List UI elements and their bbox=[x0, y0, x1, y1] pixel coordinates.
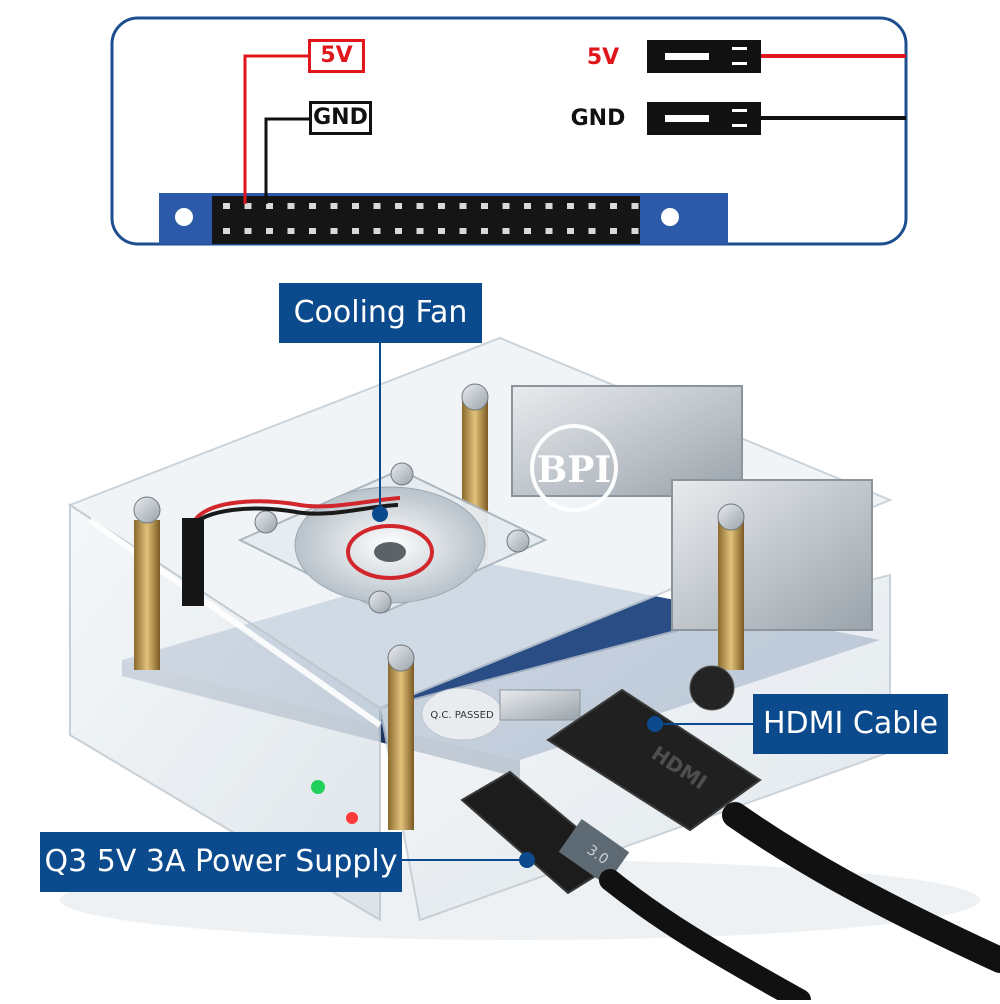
label-5v-wire: 5V bbox=[586, 45, 620, 70]
gpio-pin bbox=[330, 203, 338, 209]
callout-cooling-fan: Cooling Fan bbox=[279, 283, 482, 343]
gpio-pin bbox=[610, 228, 617, 234]
gpio-pins bbox=[223, 203, 639, 234]
gpio-pin bbox=[395, 203, 402, 209]
gpio-pin bbox=[309, 203, 316, 209]
case-illustration: BPI Q.C. PASSED bbox=[60, 336, 1000, 1004]
gpio-pin bbox=[287, 228, 295, 234]
ethernet-port bbox=[671, 479, 873, 631]
fan-connector bbox=[182, 518, 204, 606]
gpio-pin bbox=[352, 203, 359, 209]
gpio-pin bbox=[545, 203, 553, 209]
gpio-pin bbox=[287, 203, 295, 209]
case-logo: BPI bbox=[537, 449, 611, 491]
gpio-pin bbox=[438, 203, 445, 209]
label-5v-boxed: 5V bbox=[308, 39, 365, 73]
connector-5v-latch-b bbox=[732, 62, 747, 65]
callout-power-supply: Q3 5V 3A Power Supply bbox=[40, 832, 402, 892]
standoff-3 bbox=[718, 520, 744, 670]
fan-screw-1 bbox=[254, 510, 278, 534]
fan-wire-red bbox=[193, 496, 401, 522]
gpio-pin bbox=[567, 228, 574, 234]
usb-c-strain-relief bbox=[558, 818, 630, 886]
standoff-4 bbox=[388, 660, 414, 830]
led-green bbox=[311, 780, 325, 794]
gpio-pin bbox=[481, 203, 488, 209]
mounting-hole-left bbox=[175, 208, 193, 226]
gpio-pin bbox=[266, 203, 273, 209]
label-gnd-wire: GND bbox=[570, 106, 626, 131]
fan-ring-red bbox=[346, 524, 434, 580]
gpio-pin bbox=[416, 203, 424, 209]
usb-ports bbox=[511, 385, 743, 497]
wire-5v-lead bbox=[243, 54, 308, 204]
gpio-pin bbox=[524, 203, 531, 209]
gpio-pin bbox=[223, 203, 230, 209]
gpio-pin bbox=[244, 203, 252, 209]
pin-diagram-panel bbox=[110, 16, 908, 246]
screw-4 bbox=[387, 644, 415, 672]
gpio-header bbox=[212, 196, 640, 244]
fan-screw-2 bbox=[390, 462, 414, 486]
gpio-pin bbox=[416, 228, 424, 234]
gpio-pin bbox=[524, 228, 531, 234]
connector-gnd-latch-b bbox=[732, 124, 747, 127]
wire-gnd-lead bbox=[264, 117, 309, 204]
usb-c-cable bbox=[599, 869, 811, 1004]
gpio-pin bbox=[631, 228, 639, 234]
gpio-pin bbox=[266, 228, 273, 234]
gpio-pin bbox=[244, 228, 252, 234]
gpio-pin bbox=[610, 203, 617, 209]
callout-hdmi-cable: HDMI Cable bbox=[753, 694, 948, 754]
label-gnd-boxed: GND bbox=[309, 101, 372, 135]
gpio-pin bbox=[588, 228, 596, 234]
fan-hub bbox=[374, 542, 406, 562]
callout-leaders bbox=[372, 343, 753, 868]
screw-1 bbox=[133, 496, 161, 524]
gpio-pin bbox=[588, 203, 596, 209]
connector-gnd-slot bbox=[665, 115, 709, 122]
gpio-pin bbox=[502, 228, 510, 234]
fan-screw-3 bbox=[506, 529, 530, 553]
gpio-pin bbox=[502, 203, 510, 209]
connector-gnd-latch-a bbox=[732, 109, 747, 112]
connector-5v-latch-a bbox=[732, 47, 747, 50]
standoff-1 bbox=[134, 520, 160, 670]
leader-hdmi-dot bbox=[647, 716, 663, 732]
screw-2 bbox=[461, 383, 489, 411]
gpio-pin bbox=[459, 203, 467, 209]
screw-3 bbox=[717, 503, 745, 531]
gpio-pin bbox=[459, 228, 467, 234]
gpio-pin bbox=[395, 228, 402, 234]
leader-power-dot bbox=[519, 852, 535, 868]
qc-sticker-text: Q.C. PASSED bbox=[430, 710, 494, 721]
gpio-pin bbox=[330, 228, 338, 234]
gpio-pin bbox=[309, 228, 316, 234]
gpio-pin bbox=[373, 203, 381, 209]
leader-cooling-fan-dot bbox=[372, 506, 388, 522]
fan-wire-black bbox=[188, 503, 399, 530]
hdmi-cable bbox=[722, 802, 1000, 973]
micro-hdmi-port bbox=[499, 689, 581, 721]
gpio-pin bbox=[481, 228, 488, 234]
gpio-pin bbox=[545, 228, 553, 234]
hdmi-plug bbox=[546, 688, 762, 832]
gpio-pin bbox=[373, 228, 381, 234]
gpio-pin bbox=[352, 228, 359, 234]
audio-jack bbox=[689, 665, 735, 711]
gpio-pin bbox=[223, 228, 230, 234]
gpio-pin bbox=[631, 203, 639, 209]
gpio-pin bbox=[567, 203, 574, 209]
led-red bbox=[346, 812, 358, 824]
fan-screw-4 bbox=[368, 590, 392, 614]
case-logo-ring bbox=[530, 424, 618, 512]
connector-5v-slot bbox=[665, 53, 709, 60]
gpio-pin bbox=[438, 228, 445, 234]
mounting-hole-right bbox=[661, 208, 679, 226]
